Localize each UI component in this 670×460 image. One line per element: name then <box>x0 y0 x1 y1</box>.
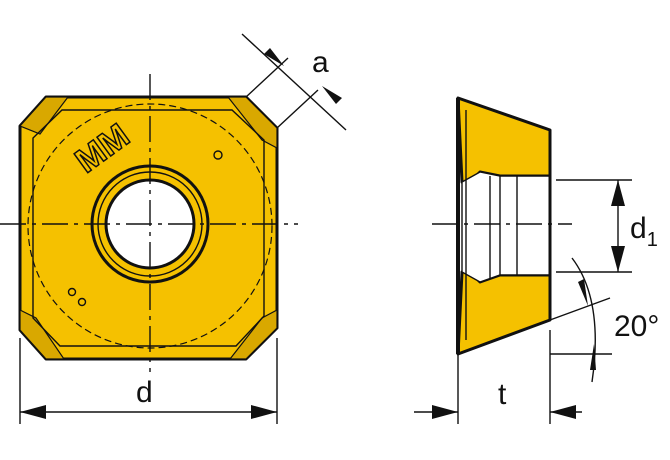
dim-t-arrow-left <box>432 405 458 419</box>
angle-arrow-bottom <box>590 344 596 370</box>
dimension-d: d <box>19 338 278 424</box>
side-upper-section <box>456 96 552 184</box>
dimension-t: t <box>414 330 582 424</box>
dim-d1-arrow-top <box>611 180 625 206</box>
dim-t-arrow-right <box>550 405 576 419</box>
dim-a-arrow-2 <box>322 86 342 104</box>
dim-a-extension-2 <box>276 89 319 129</box>
dim-a-label: a <box>312 46 329 79</box>
corner-facet-bottom-right <box>228 309 278 360</box>
angle-reference-line <box>549 297 611 321</box>
dimension-d1: d1 <box>556 179 658 273</box>
angle-arrow-top <box>578 279 588 306</box>
angle-label: 20° <box>614 310 659 343</box>
insert-side-view <box>432 96 572 356</box>
dim-d1-label: d1 <box>630 212 658 251</box>
corner-facet-top-left <box>18 96 70 135</box>
insert-front-view: MM <box>0 74 298 372</box>
cutting-edge-land <box>32 109 265 347</box>
dim-d1-arrow-bottom <box>611 246 625 272</box>
side-lower-section <box>456 270 552 356</box>
marking-dot <box>213 150 223 160</box>
dimension-a: a <box>241 33 347 131</box>
dim-a-arrow-1 <box>264 48 284 66</box>
dim-d-label: d <box>136 376 153 409</box>
dimension-angle: 20° <box>549 257 659 383</box>
dim-d-arrow-right <box>251 405 277 419</box>
marking-dot <box>77 297 87 307</box>
side-bore <box>461 171 551 283</box>
marking-dot <box>67 287 77 297</box>
dim-a-extension-1 <box>245 57 289 98</box>
dim-a-line <box>241 33 347 131</box>
dim-t-label: t <box>498 378 507 411</box>
dim-d-arrow-left <box>20 405 46 419</box>
